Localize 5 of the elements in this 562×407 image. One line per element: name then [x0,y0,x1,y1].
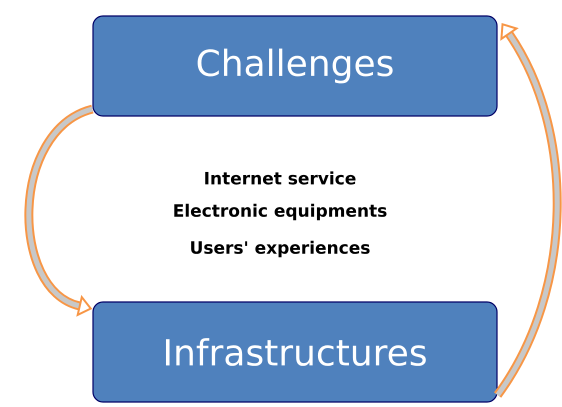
list-text: Internet service [205,171,356,185]
list-text: Users' experiences [191,240,370,258]
process-box: Challenges [92,15,498,117]
list-text: Electronic equipments [174,204,386,220]
process-box: Infrastructures [92,301,498,403]
